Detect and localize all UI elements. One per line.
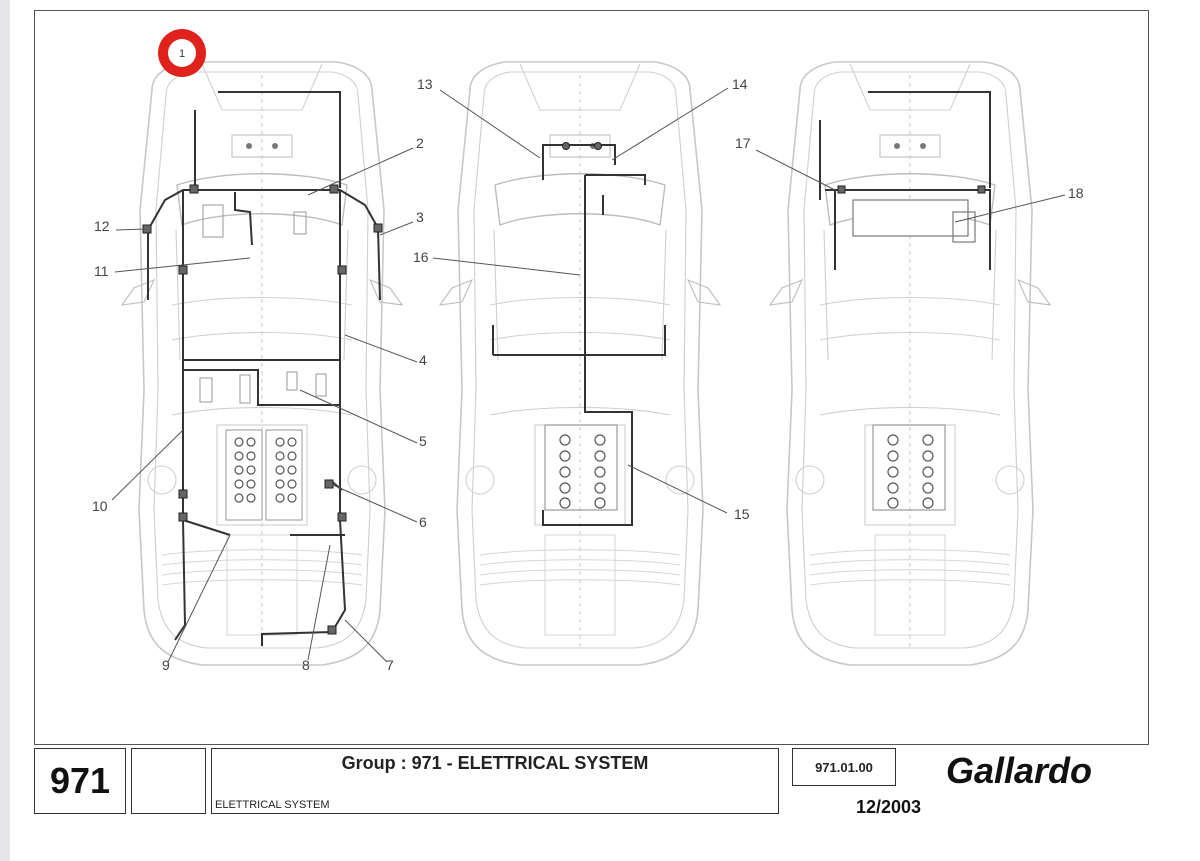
fuse-box-middle bbox=[544, 424, 618, 511]
callout-10: 10 bbox=[92, 498, 108, 514]
callout-18: 18 bbox=[1068, 185, 1084, 201]
callout-12: 12 bbox=[94, 218, 110, 234]
components-left bbox=[199, 204, 327, 521]
revision-date: 12/2003 bbox=[856, 797, 922, 817]
page-edge bbox=[0, 0, 10, 861]
callout-4: 4 bbox=[419, 352, 427, 368]
callout-15: 15 bbox=[734, 506, 750, 522]
highlight-badge: 1 bbox=[158, 29, 206, 77]
group-title: Group : 971 - ELETTRICAL SYSTEM bbox=[341, 753, 649, 773]
components-right bbox=[852, 199, 976, 243]
wiring-harness-left bbox=[147, 91, 381, 646]
group-subtitle: ELETTRICAL SYSTEM bbox=[215, 799, 330, 811]
callout-6: 6 bbox=[419, 514, 427, 530]
title-box: Group : 971 - ELETTRICAL SYSTEM ELETTRIC… bbox=[211, 748, 779, 814]
callout-17: 17 bbox=[735, 135, 751, 151]
fuse-box-left bbox=[234, 437, 297, 503]
callout-16: 16 bbox=[413, 249, 429, 265]
callout-8: 8 bbox=[302, 657, 310, 673]
callout-14: 14 bbox=[732, 76, 748, 92]
callout-9: 9 bbox=[162, 657, 170, 673]
car-middle bbox=[439, 61, 721, 666]
car-left bbox=[121, 61, 403, 666]
callout-5: 5 bbox=[419, 433, 427, 449]
wiring-harness-right bbox=[819, 91, 991, 270]
connector-nodes-middle bbox=[562, 142, 602, 150]
group-number: 971 bbox=[49, 760, 111, 801]
car-right bbox=[769, 61, 1051, 666]
highlight-badge-label: 1 bbox=[179, 48, 185, 60]
leader-lines bbox=[111, 87, 1066, 663]
page-code: 971.01.00 bbox=[815, 759, 873, 775]
wiring-harness-middle bbox=[492, 144, 666, 526]
brand-name: Gallardo bbox=[946, 750, 1093, 791]
callout-3: 3 bbox=[416, 209, 424, 225]
connector-nodes-right bbox=[837, 185, 986, 194]
callout-11: 11 bbox=[94, 263, 109, 279]
blank-cell bbox=[131, 748, 206, 814]
callout-13: 13 bbox=[417, 76, 433, 92]
callout-2: 2 bbox=[416, 135, 424, 151]
callout-7: 7 bbox=[386, 657, 394, 673]
page-code-box: 971.01.00 bbox=[792, 748, 896, 786]
fuse-box-right bbox=[872, 424, 946, 511]
group-number-box: 971 bbox=[34, 748, 126, 814]
diagram-frame bbox=[34, 10, 1149, 745]
